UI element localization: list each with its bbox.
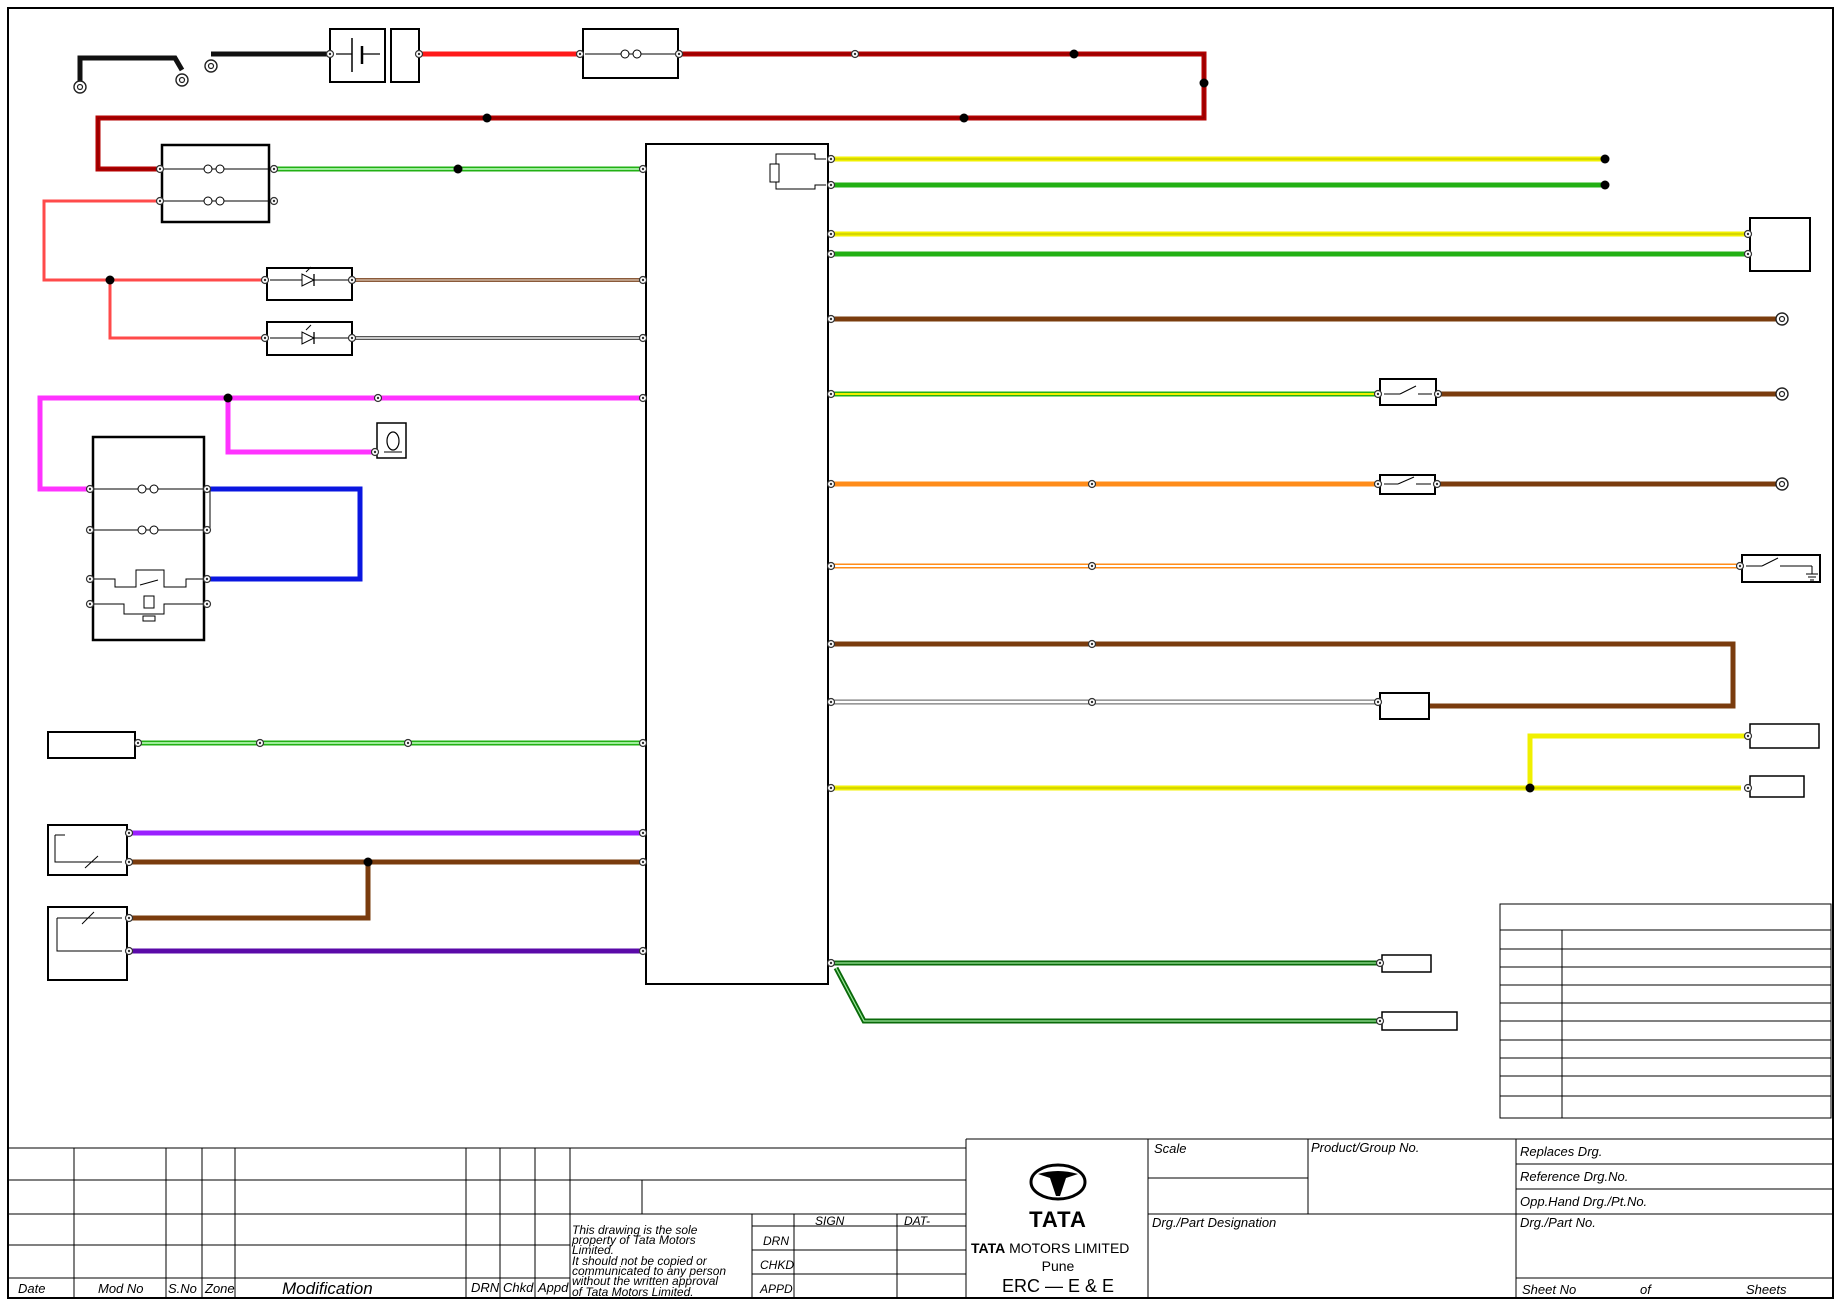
fuse-icon [575,28,684,79]
connector-block [1749,775,1805,798]
header-date: Date [18,1281,45,1296]
department: ERC — E & E [1002,1276,1114,1296]
header-chkd: Chkd [503,1280,534,1295]
opp-hand-label: Opp.Hand Drg./Pt.No. [1520,1194,1647,1209]
wire-red-diode-feed [42,199,265,340]
connector-block [1381,1011,1458,1031]
revision-table [1499,903,1832,1119]
wire-blue-loop [205,486,363,582]
header-zone: Zone [204,1281,235,1296]
header-s-no: S.No [168,1281,197,1296]
drawing-border [7,7,1834,1299]
ground-terminal-icon [73,80,87,94]
of-label: of [1640,1282,1652,1297]
ecu-module [638,143,836,985]
connector-block [47,731,136,759]
replaces-label: Replaces Drg. [1520,1144,1602,1159]
role-appd: APPD [759,1282,793,1296]
components [47,28,1821,1031]
fuse-box [155,143,279,224]
product-group-label: Product/Group No. [1311,1140,1419,1155]
sheets-label: Sheets [1746,1282,1787,1297]
title-block [8,1138,1833,1298]
company-city: Pune [1042,1258,1075,1274]
wire-brown-4 [831,641,1736,709]
wire-dark-green [831,960,1380,1024]
disclaimer-line: communicated to any person [572,1264,726,1278]
ground-terminal-icon [1775,387,1789,401]
wire-brown-sensor [128,859,643,921]
part-no-label: Drg./Part No. [1520,1215,1596,1230]
sensor-icon [47,906,134,981]
lamp-icon [370,422,407,459]
sign-header: SIGN [815,1214,845,1228]
battery-icon [325,28,424,83]
designation-label: Drg./Part Designation [1152,1215,1276,1230]
sheet-no-label: Sheet No [1522,1282,1576,1297]
disclaimer-line: This drawing is the sole [572,1223,698,1237]
wire-ground-cable [77,55,185,84]
disclaimer-line: It should not be copied or [572,1254,708,1268]
connector-block [1749,723,1820,749]
wire-magenta [37,395,643,492]
header-drn: DRN [471,1280,500,1295]
disclaimer-line: without the written approval [572,1274,718,1288]
company-name: TATA MOTORS LIMITED [971,1240,1129,1256]
logo-wordmark: TATA [1029,1207,1087,1232]
switch-icon [1373,378,1443,406]
disclaimer-line: of Tata Motors Limited. [572,1285,694,1299]
header-mod-no: Mod No [98,1281,144,1296]
connector-block [1749,217,1811,272]
wires [37,51,1776,1024]
scale-label: Scale [1154,1141,1187,1156]
fuse-icon [203,196,225,206]
ground-terminal-icon [1775,312,1789,326]
header-modification: Modification [282,1279,373,1298]
fuse-icon [203,164,225,174]
sensor-icon [47,824,134,876]
ground-terminal-icon [204,59,218,73]
connector-block [1381,954,1432,973]
date-header: DAT- [904,1214,930,1228]
relay-icon [85,435,212,642]
switch-icon [1373,474,1442,495]
connector-block [1379,692,1430,720]
wire-yellow-3 [831,733,1748,791]
switch-icon [1735,554,1821,583]
role-drn: DRN [763,1234,789,1248]
title-block-text: Date Mod No S.No Zone Modification DRN C… [18,1140,1787,1299]
header-appd: Appd [537,1280,569,1295]
reference-label: Reference Drg.No. [1520,1169,1628,1184]
diode-icon [260,321,357,356]
disclaimer-line: Limited. [572,1243,614,1257]
tata-logo-icon [1029,1163,1087,1201]
role-chkd: CHKD [760,1258,794,1272]
ground-terminal-icon [175,73,189,87]
junction-dots [105,49,1610,867]
diode-icon [260,266,357,301]
disclaimer-line: property of Tata Motors [571,1233,696,1247]
ground-terminal-icon [1775,477,1789,491]
